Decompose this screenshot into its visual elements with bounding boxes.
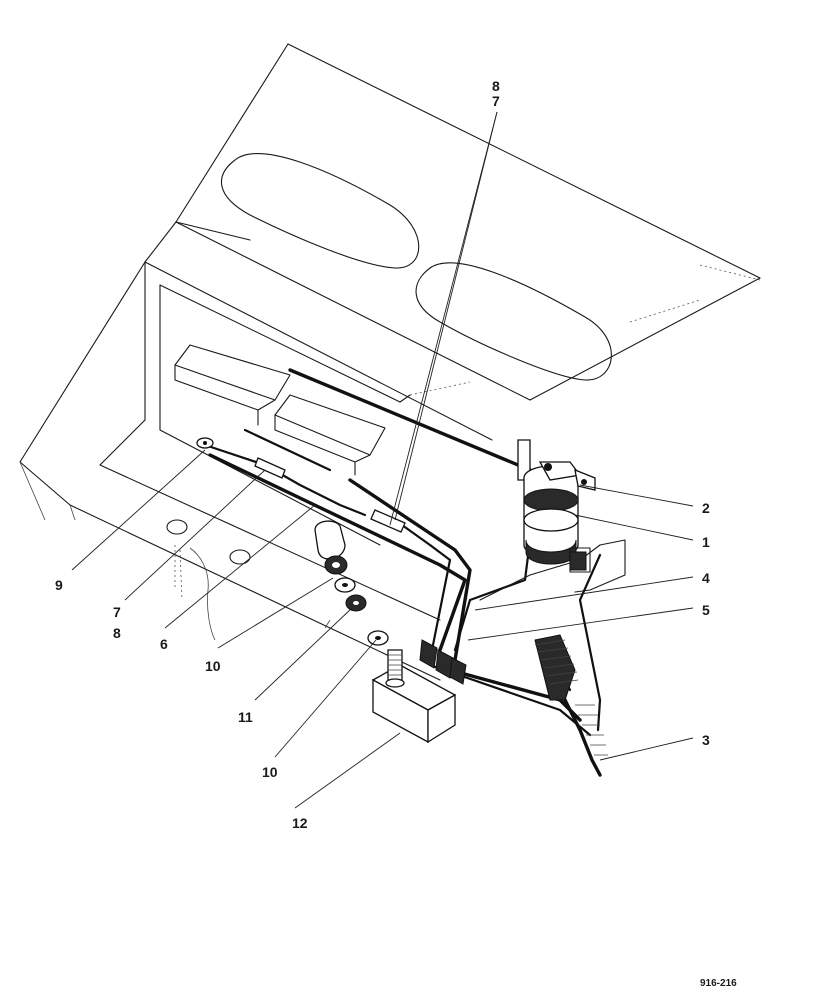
construction-lines xyxy=(324,264,761,629)
callout-2: 2 xyxy=(702,500,710,516)
panel-housing xyxy=(19,43,761,681)
wiring-harness xyxy=(203,368,602,737)
spade-terminals xyxy=(419,639,467,685)
inline-connector-left xyxy=(254,457,286,479)
callout-5: 5 xyxy=(702,602,710,618)
callout-11: 11 xyxy=(238,709,253,725)
callout-12: 12 xyxy=(292,815,308,831)
top-openings xyxy=(221,153,612,381)
callout-8-bottom: 8 xyxy=(113,625,121,641)
callout-1: 1 xyxy=(702,534,710,550)
switch-box-12 xyxy=(371,649,457,744)
wire-bundle-3 xyxy=(534,634,608,777)
mounting-bracket xyxy=(479,539,626,601)
leader-lines xyxy=(71,111,694,809)
callout-9: 9 xyxy=(55,577,63,593)
figure-code: 916-216 xyxy=(700,978,737,989)
callout-8-top: 8 xyxy=(492,78,500,94)
solenoid-1 xyxy=(517,439,596,565)
callout-10-upper: 10 xyxy=(205,658,221,674)
inner-modules xyxy=(174,344,386,476)
nut-washer-stack xyxy=(324,555,389,646)
callout-6: 6 xyxy=(160,636,168,652)
mounting-holes xyxy=(166,519,251,641)
callout-4: 4 xyxy=(702,570,710,586)
callout-7-top: 7 xyxy=(492,93,500,109)
callout-10-lower: 10 xyxy=(262,764,278,780)
plug-6 xyxy=(314,520,346,560)
callout-7-bottom: 7 xyxy=(113,604,121,620)
ring-terminal-9 xyxy=(196,437,214,449)
callout-3: 3 xyxy=(702,732,710,748)
